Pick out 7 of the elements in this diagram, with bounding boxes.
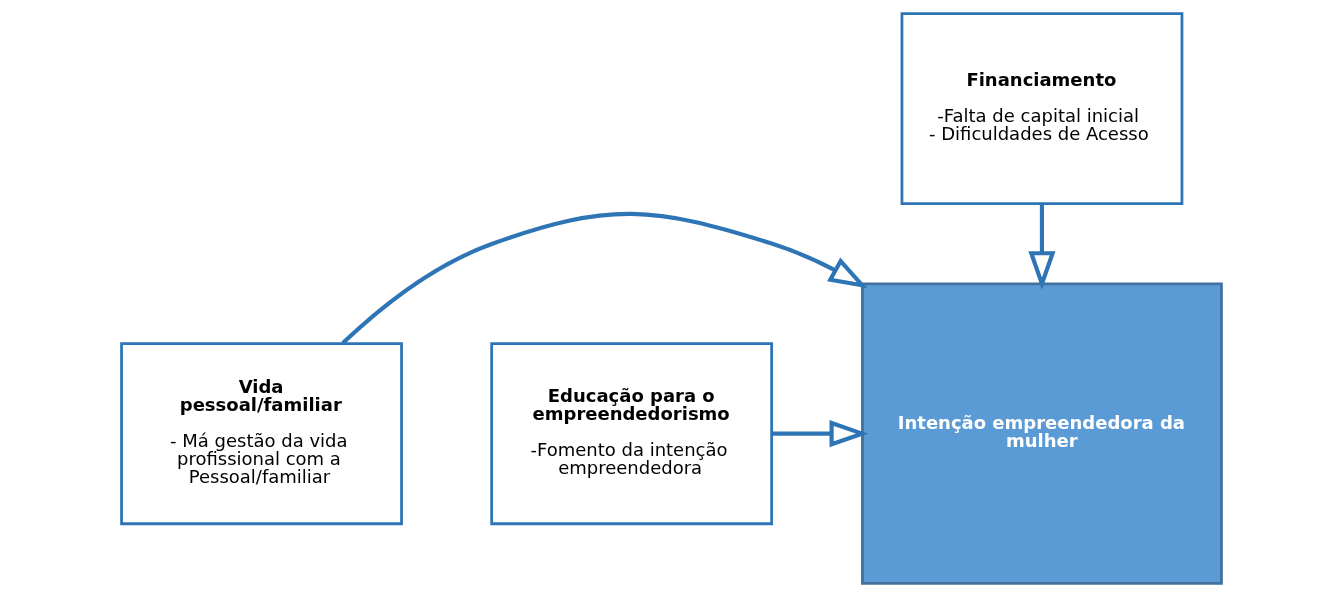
node-box: Educação para o empreendedorismo -Fomento da intenção empreendedora (489, 342, 773, 526)
node-box: Vida pessoal/familiar - Má gestão da vida profissional com a Pessoal/familiar (119, 342, 403, 526)
arrow (1027, 203, 1056, 291)
node-box: Financiamento -Falta de capital inicial - Dificuldades de Acesso (900, 12, 1183, 205)
node-box: Intenção empreendedora da mulher (860, 282, 1223, 585)
arrow (340, 211, 868, 345)
arrow (771, 420, 868, 448)
